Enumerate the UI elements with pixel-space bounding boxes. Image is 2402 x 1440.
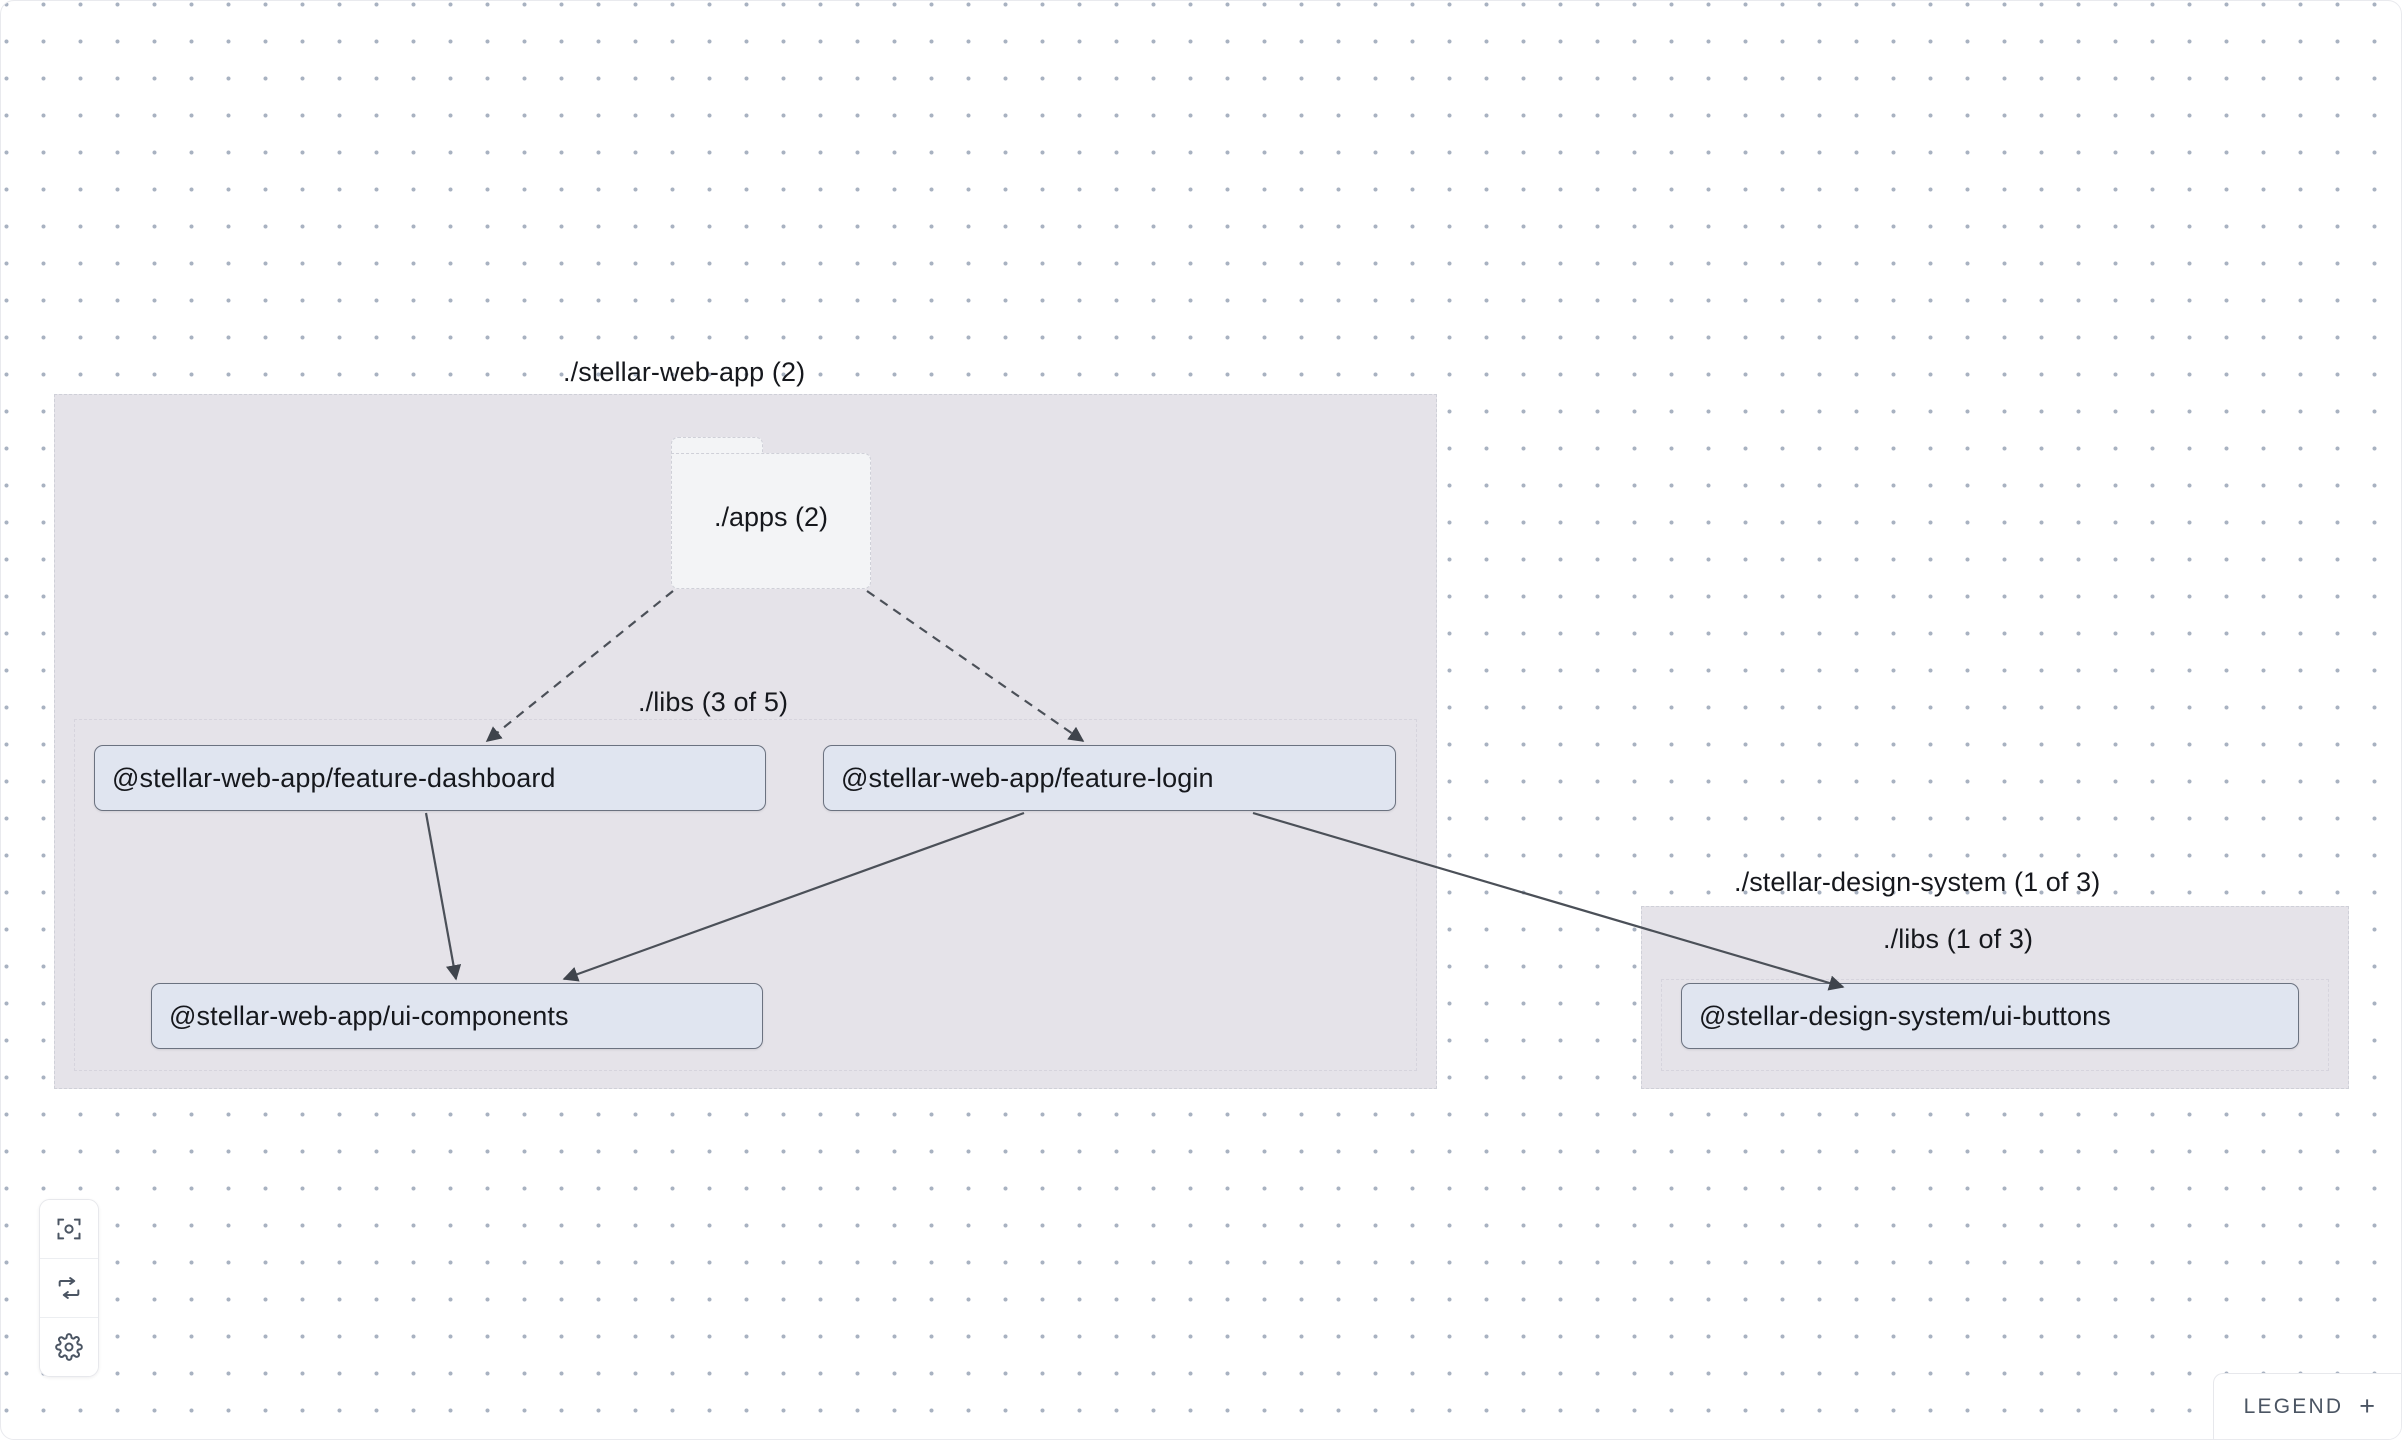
node-ui-components[interactable]: @stellar-web-app/ui-components	[151, 983, 763, 1049]
node-feature-dashboard[interactable]: @stellar-web-app/feature-dashboard	[94, 745, 766, 811]
refresh-graph-button[interactable]	[40, 1259, 98, 1318]
node-label: @stellar-web-app/ui-components	[169, 1000, 569, 1031]
focus-graph-button[interactable]	[40, 1200, 98, 1259]
legend-label: LEGEND	[2243, 1394, 2344, 1418]
node-feature-login[interactable]: @stellar-web-app/feature-login	[823, 745, 1396, 811]
legend-expand-icon[interactable]: +	[2359, 1391, 2375, 1421]
group-design-system-libs[interactable]	[1661, 979, 2329, 1071]
node-label: @stellar-web-app/feature-dashboard	[112, 762, 556, 793]
folder-body: ./apps (2)	[671, 453, 871, 589]
node-ui-buttons[interactable]: @stellar-design-system/ui-buttons	[1681, 983, 2299, 1049]
focus-icon	[57, 1218, 81, 1240]
folder-tab	[671, 437, 763, 455]
graph-settings-button[interactable]	[40, 1318, 98, 1376]
refresh-icon	[58, 1277, 80, 1299]
node-label: @stellar-web-app/feature-login	[841, 762, 1214, 793]
group-label-web-app-libs: ./libs (3 of 5)	[638, 687, 789, 717]
group-label-design-system-libs: ./libs (1 of 3)	[1883, 924, 2034, 954]
gear-icon	[55, 1333, 83, 1361]
graph-controls	[39, 1199, 99, 1377]
node-label: @stellar-design-system/ui-buttons	[1699, 1000, 2111, 1031]
group-label-stellar-web-app: ./stellar-web-app (2)	[563, 357, 806, 387]
group-label-stellar-design-system: ./stellar-design-system (1 of 3)	[1734, 867, 2101, 897]
folder-label: ./apps (2)	[713, 501, 829, 532]
folder-node-apps[interactable]: ./apps (2)	[671, 437, 871, 589]
legend-panel[interactable]: LEGEND +	[2212, 1373, 2401, 1439]
